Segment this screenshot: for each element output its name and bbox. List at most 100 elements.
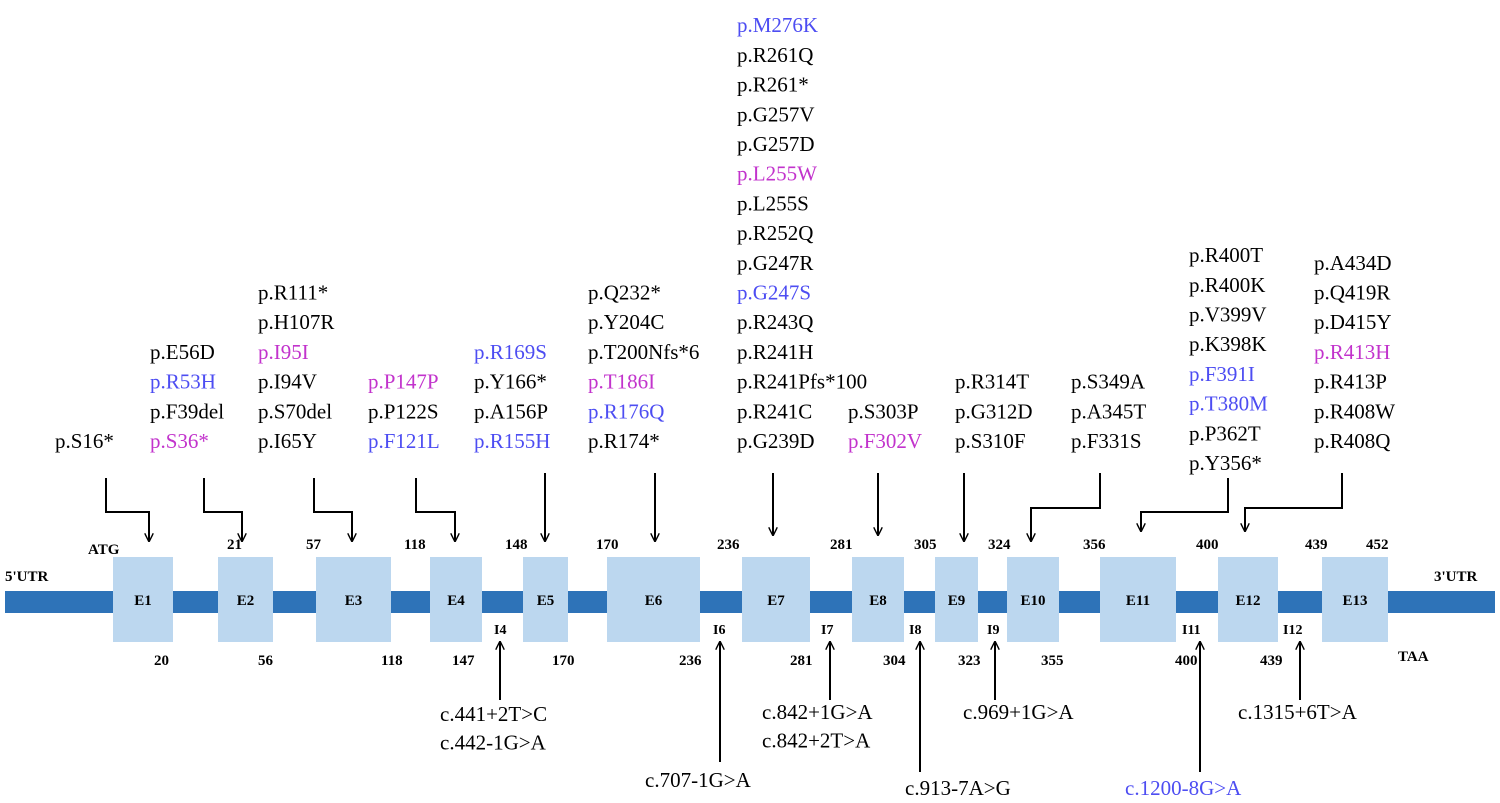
exon-end-e6: 236 bbox=[679, 653, 702, 669]
exon-end-e13: 452 bbox=[1366, 537, 1389, 553]
intron-label-i4: I4 bbox=[494, 623, 506, 638]
exon-end-e7: 281 bbox=[790, 653, 813, 669]
mutation-e7-13: p.R241Pfs*100 bbox=[737, 370, 867, 394]
mutation-e7-5: p.G257D bbox=[737, 132, 815, 156]
mutation-e12-4: p.R413H bbox=[1314, 340, 1390, 364]
exon-box-e9 bbox=[935, 557, 978, 642]
splice-mutation-i8-1: c.913-7A>G bbox=[905, 776, 1011, 800]
exon-label-e6: E6 bbox=[645, 593, 663, 609]
start-codon-label: ATG bbox=[88, 542, 120, 558]
mutation-e5-1: p.R169S bbox=[474, 340, 547, 364]
exon-start-e11: 356 bbox=[1083, 537, 1106, 553]
mutation-e11-2: p.R400K bbox=[1189, 273, 1265, 297]
intron-label-i8: I8 bbox=[909, 623, 921, 638]
exon-end-e9: 323 bbox=[958, 653, 981, 669]
arrow-e10 bbox=[1031, 473, 1101, 541]
arrow-group bbox=[105, 473, 1343, 772]
mutation-e7-6: p.L255W bbox=[737, 162, 817, 186]
mutation-e4-1: p.P147P bbox=[368, 370, 439, 394]
splice-mutation-i12-1: c.1315+6T>A bbox=[1238, 700, 1358, 724]
mutation-e7-1: p.M276K bbox=[737, 13, 818, 37]
mutation-e4-2: p.P122S bbox=[368, 399, 439, 423]
mutation-e12-7: p.R408Q bbox=[1314, 429, 1390, 453]
mutation-e7-14: p.R241C bbox=[737, 399, 812, 423]
exon-end-e1: 20 bbox=[154, 653, 169, 669]
intron-label-i7: I7 bbox=[821, 623, 833, 638]
arrow-e4 bbox=[415, 478, 455, 541]
exon-box-e3 bbox=[316, 557, 391, 642]
exon-box-e8 bbox=[852, 557, 904, 642]
exon-start-e7: 236 bbox=[717, 537, 740, 553]
mutation-e7-4: p.G257V bbox=[737, 102, 815, 126]
exon-box-e11 bbox=[1100, 557, 1176, 642]
mutation-e3-4: p.I94V bbox=[258, 370, 317, 394]
mutation-e10-1: p.S349A bbox=[1071, 370, 1146, 394]
exon-box-e10 bbox=[1007, 557, 1059, 642]
exon-label-e4: E4 bbox=[447, 593, 465, 609]
exon-end-e5: 170 bbox=[552, 653, 575, 669]
mutation-e11-3: p.V399V bbox=[1189, 303, 1267, 327]
stop-codon-label: TAA bbox=[1398, 649, 1429, 665]
mutation-e5-2: p.Y166* bbox=[474, 370, 547, 394]
splice-mutation-i6-1: c.707-1G>A bbox=[645, 768, 752, 792]
mutation-e12-3: p.D415Y bbox=[1314, 310, 1392, 334]
mutation-e11-1: p.R400T bbox=[1189, 243, 1263, 267]
exon-end-e2: 56 bbox=[258, 653, 274, 669]
splice-mutation-i11-1: c.1200-8G>A bbox=[1125, 776, 1242, 800]
exon-box-e6 bbox=[607, 557, 700, 642]
exon-start-e2: 21 bbox=[227, 537, 242, 553]
mutation-e9-1: p.R314T bbox=[955, 370, 1029, 394]
exon-start-e3: 57 bbox=[306, 537, 322, 553]
exon-box-e4 bbox=[430, 557, 482, 642]
splice-mutation-i7-1: c.842+1G>A bbox=[762, 700, 873, 724]
exon-start-e5: 148 bbox=[505, 537, 528, 553]
mutation-e4-3: p.F121L bbox=[368, 429, 440, 453]
mutation-e3-6: p.I65Y bbox=[258, 429, 317, 453]
exon-end-e11: 400 bbox=[1175, 653, 1198, 669]
exon-end-e8: 304 bbox=[883, 653, 906, 669]
mutation-e10-3: p.F331S bbox=[1071, 429, 1142, 453]
mutation-e10-2: p.A345T bbox=[1071, 399, 1146, 423]
splice-mutation-i4-1: c.441+2T>C bbox=[440, 702, 547, 726]
exon-label-e2: E2 bbox=[237, 593, 255, 609]
exon-start-e9: 305 bbox=[914, 537, 937, 553]
splice-mutation-i7-2: c.842+2T>A bbox=[762, 729, 871, 753]
exon-start-e4: 118 bbox=[404, 537, 426, 553]
exon-label-e9: E9 bbox=[948, 593, 966, 609]
arrow-e3 bbox=[313, 478, 352, 541]
arrow-e12 bbox=[1245, 473, 1343, 531]
mutation-e7-11: p.R243Q bbox=[737, 310, 813, 334]
mutation-e8-2: p.F302V bbox=[848, 429, 922, 453]
exon-start-e10: 324 bbox=[988, 537, 1011, 553]
exon-end-e3: 118 bbox=[381, 653, 403, 669]
exon-box-e5 bbox=[523, 557, 568, 642]
arrow-e2 bbox=[203, 478, 242, 541]
mutation-e3-1: p.R111* bbox=[258, 281, 328, 305]
mutation-e5-3: p.A156P bbox=[474, 399, 548, 423]
exon-label-e10: E10 bbox=[1020, 593, 1045, 609]
exon-end-e12: 439 bbox=[1260, 653, 1283, 669]
mutation-e7-12: p.R241H bbox=[737, 340, 813, 364]
mutation-e7-7: p.L255S bbox=[737, 191, 809, 215]
mutation-e2-3: p.F39del bbox=[150, 399, 224, 423]
exon-label-e8: E8 bbox=[869, 593, 887, 609]
mutation-e12-1: p.A434D bbox=[1314, 251, 1392, 275]
mutation-e11-5: p.F391I bbox=[1189, 362, 1255, 386]
mutation-e12-2: p.Q419R bbox=[1314, 281, 1390, 305]
mutation-e9-3: p.S310F bbox=[955, 429, 1026, 453]
mutation-e7-2: p.R261Q bbox=[737, 43, 813, 67]
intron-label-i6: I6 bbox=[713, 623, 725, 638]
utr-right-label: 3'UTR bbox=[1434, 569, 1478, 585]
label-group: 2021565711811814714817017023623628128130… bbox=[55, 13, 1395, 800]
mutation-e1-1: p.S16* bbox=[55, 429, 114, 453]
exon-label-e1: E1 bbox=[134, 593, 152, 609]
mutation-e2-4: p.S36* bbox=[150, 429, 209, 453]
mutation-e6-5: p.R176Q bbox=[588, 399, 664, 423]
intron-label-i12: I12 bbox=[1283, 623, 1302, 638]
mutation-e8-1: p.S303P bbox=[848, 399, 919, 423]
mutation-e6-2: p.Y204C bbox=[588, 310, 664, 334]
splice-mutation-i4-2: c.442-1G>A bbox=[440, 731, 547, 755]
exon-box-e1 bbox=[113, 557, 173, 642]
